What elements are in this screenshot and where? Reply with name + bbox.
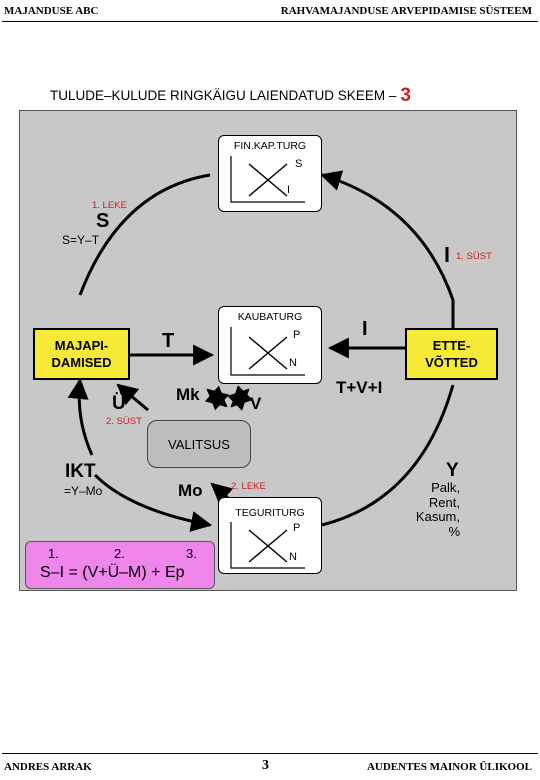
circle-arc-left-lower [67,377,94,456]
goods-market-box: KAUBATURG P N [218,306,322,384]
leak1-label: 1. LEKE [92,200,127,211]
investment-label: I [362,318,368,340]
financial-market-i: I [287,184,291,196]
firms-line2: VÕTTED [425,355,478,370]
income-wages: Palk, [431,480,460,495]
page-title: TULUDE–KULUDE RINGKÄIGU LAIENDATUD SKEEM… [50,84,411,106]
title-text: TULUDE–KULUDE RINGKÄIGU LAIENDATUD SKEEM… [50,88,397,103]
circle-arc-bottom-left [93,473,213,532]
formula-n2: 2. [114,546,125,561]
households-line1: MAJAPI- [54,338,109,353]
circle-arc-top-right [319,170,455,301]
y-label: Y [446,460,459,481]
supply-demand-icon [230,156,305,203]
factor-market-p: P [293,522,301,534]
formula-box: 1. 2. 3. S–I = (V+Ü–M) + Ep [25,541,215,589]
government-box: VALITSUS [147,420,251,468]
title-number: 3 [400,85,411,106]
mo-arrow [210,482,234,505]
factor-market-title: TEGURITURG [235,507,305,519]
goods-market-title: KAUBATURG [237,311,303,323]
u-label: Ü [112,393,126,414]
firms-box: ETTE- VÕTTED [405,328,498,380]
firms-line1: ETTE- [432,338,471,353]
formula-text: S–I = (V+Ü–M) + Ep [40,564,185,581]
goods-market-p: P [293,329,301,341]
mo-label: Mo [178,481,203,500]
ikt-equation: =Y–Mo [64,484,103,498]
households-line2: DAMISED [51,355,112,370]
v-arrow [227,385,253,411]
footer-left: ANDRES ARRAK [4,761,92,773]
inject2-label: 2. SÜST [106,416,142,427]
footer-right: AUDENTES MAINOR ÜLIKOOL [366,761,532,773]
ikt-label: IKT [65,461,96,482]
mk-arrow [204,385,230,411]
income-interest: % [448,523,460,539]
supply-demand-icon [230,327,305,376]
u-arrow [116,383,149,412]
v-label: V [250,394,262,413]
financial-market-box: FIN.KAP.TURG S I [218,135,322,212]
supply-demand-icon [230,522,305,569]
circle-arc-top-left [78,173,211,296]
tvi-label: T+V+I [336,378,383,397]
goods-market-n: N [289,357,297,369]
footer-rule [2,753,538,754]
income-profit: Kasum, [415,509,460,524]
circle-arc-bottom-right [321,384,455,527]
savings-label: S [96,210,110,232]
financial-market-s: S [295,158,303,170]
header-right: RAHVAMAJANDUSE ARVEPIDAMISE SÜSTEEM [280,5,532,17]
formula-n3: 3. [186,546,197,561]
income-rent: Rent, [428,494,460,510]
formula-n1: 1. [48,546,59,561]
financial-market-title: FIN.KAP.TURG [233,140,307,152]
mk-label: Mk [176,385,200,404]
households-box: MAJAPI- DAMISED [33,328,130,380]
header-rule [2,21,538,22]
factor-market-n: N [289,551,297,563]
income-list: Palk, Rent, Kasum, % [415,480,460,539]
inject1-label: 1. SÜST [456,251,492,262]
header-left: MAJANDUSE ABC [4,5,99,17]
savings-equation: S=Y–T [62,233,100,247]
footer-page: 3 [262,758,269,773]
leak2-label: 2. LEKE [231,481,266,492]
taxes-label: T [162,330,175,352]
factor-market-box: TEGURITURG P N [218,497,322,574]
